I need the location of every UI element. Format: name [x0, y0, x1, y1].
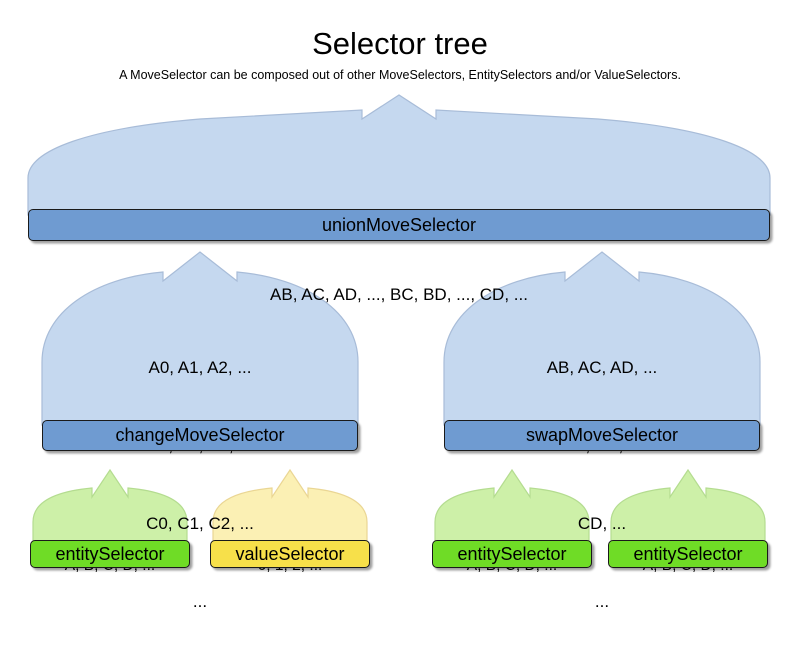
- balloon-shape-layer: [27, 94, 771, 546]
- balloon-entity-selector-3: [610, 468, 766, 546]
- balloon-entity-selector-1: [32, 468, 188, 546]
- node-change-move-selector[interactable]: changeMoveSelector: [42, 420, 358, 451]
- node-label: entitySelector: [457, 543, 567, 564]
- balloon-union-move-selector: [27, 94, 771, 216]
- node-union-move-selector[interactable]: unionMoveSelector: [28, 209, 770, 241]
- node-label: entitySelector: [55, 543, 165, 564]
- balloon-value-selector-1: [212, 468, 368, 546]
- content-line: A0, A1, A2, ...: [148, 358, 252, 377]
- node-label: unionMoveSelector: [321, 214, 477, 235]
- page-title: Selector tree: [312, 26, 488, 61]
- node-value-selector-1[interactable]: valueSelector: [210, 540, 370, 568]
- node-entity-selector-3[interactable]: entitySelector: [608, 540, 768, 568]
- title-block: Selector tree A MoveSelector can be comp…: [0, 26, 800, 83]
- balloon-swap-move-selector: [443, 251, 761, 426]
- node-entity-selector-1[interactable]: entitySelector: [30, 540, 190, 568]
- node-label: swapMoveSelector: [525, 425, 679, 445]
- content-line: AB, AC, AD, ..., BC, BD, ..., CD, ...: [270, 285, 528, 304]
- node-label: changeMoveSelector: [115, 425, 285, 445]
- page-subtitle: A MoveSelector can be composed out of ot…: [119, 68, 681, 82]
- selector-tree-diagram: Selector tree A MoveSelector can be comp…: [0, 26, 800, 611]
- node-swap-move-selector[interactable]: swapMoveSelector: [444, 420, 760, 451]
- content-line: CD, ...: [577, 514, 627, 533]
- node-label: entitySelector: [633, 543, 743, 564]
- content-line: C0, C1, C2, ...: [146, 514, 254, 533]
- node-label: valueSelector: [235, 543, 345, 564]
- content-line: AB, AC, AD, ...: [546, 358, 658, 377]
- node-entity-selector-2[interactable]: entitySelector: [432, 540, 592, 568]
- balloon-change-move-selector: [41, 251, 359, 426]
- balloon-entity-selector-2: [434, 468, 590, 546]
